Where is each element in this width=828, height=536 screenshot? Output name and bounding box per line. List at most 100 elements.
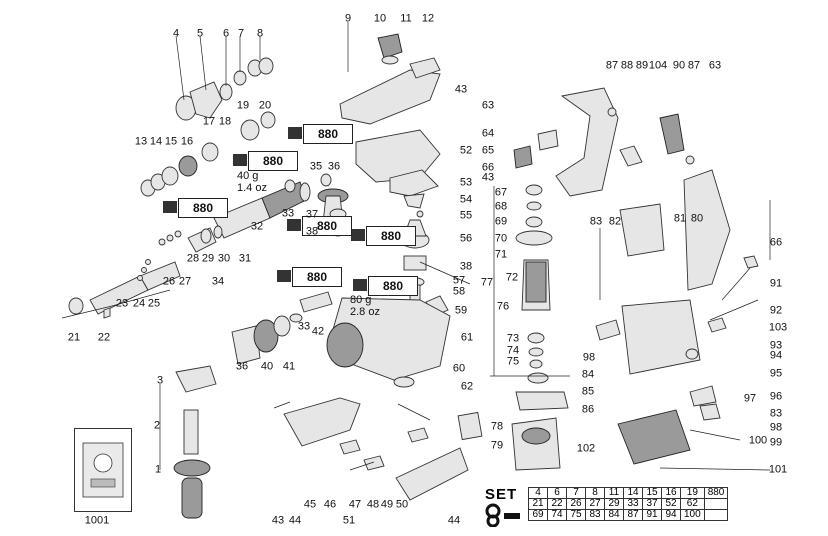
callout-102: 102	[576, 442, 596, 455]
callout-52: 52	[459, 144, 473, 157]
callout-46: 46	[323, 498, 337, 511]
set-kit-title: SET	[485, 486, 518, 503]
callout-71: 71	[494, 248, 508, 261]
table-cell: 52	[661, 498, 681, 510]
callout-12: 12	[421, 12, 435, 25]
callout-79: 79	[490, 439, 504, 452]
table-cell: 11	[604, 487, 624, 499]
callout-57: 57	[452, 274, 466, 287]
callout-51: 51	[342, 514, 356, 527]
grease-tube: 880	[287, 216, 352, 236]
callout-44: 44	[288, 514, 302, 527]
table-cell: 8	[585, 487, 605, 499]
callout-69: 69	[494, 215, 508, 228]
callout-65: 65	[481, 144, 495, 157]
callout-45: 45	[303, 498, 317, 511]
callout-34: 34	[211, 275, 225, 288]
callout-82: 82	[608, 215, 622, 228]
callout-101: 101	[768, 463, 788, 476]
table-cell: 26	[566, 498, 586, 510]
callout-6: 6	[222, 27, 230, 40]
table-cell: 19	[680, 487, 705, 499]
callout-29: 29	[201, 252, 215, 265]
callout-16: 16	[180, 135, 194, 148]
table-cell: 16	[661, 487, 681, 499]
callout-36: 36	[235, 360, 249, 373]
callout-97: 97	[743, 392, 757, 405]
callout-43: 43	[454, 83, 468, 96]
callout-66: 66	[481, 161, 495, 174]
motor-group	[457, 184, 569, 471]
callout-66: 66	[769, 236, 783, 249]
callout-22: 22	[97, 331, 111, 344]
callout-20: 20	[258, 99, 272, 112]
table-cell: 74	[547, 509, 567, 521]
callout-33: 33	[281, 207, 295, 220]
table-cell: 83	[585, 509, 605, 521]
callout-54: 54	[459, 193, 473, 206]
callout-98: 98	[769, 421, 783, 434]
callout-35: 35	[309, 160, 323, 173]
callout-2: 2	[153, 419, 161, 432]
callout-80: 80	[690, 212, 704, 225]
table-cell: 29	[604, 498, 624, 510]
callout-59: 59	[454, 304, 468, 317]
callout-61: 61	[460, 331, 474, 344]
set-kit-table: 4 6 7 8 11 14 15 16 19 880 21 22 26 27 2…	[482, 487, 729, 521]
callout-24: 24	[132, 297, 146, 310]
callout-73: 73	[506, 332, 520, 345]
table-cell: 91	[642, 509, 662, 521]
callout-37: 37	[305, 208, 319, 221]
callout-90: 90	[672, 59, 686, 72]
table-cell: 62	[680, 498, 705, 510]
callout-83: 83	[769, 407, 783, 420]
set-table-row: 69 74 75 83 84 87 91 94 100	[482, 509, 729, 521]
grease-tube: 880	[163, 198, 228, 218]
callout-36: 36	[327, 160, 341, 173]
callout-68: 68	[494, 200, 508, 213]
callout-30: 30	[217, 252, 231, 265]
callout-77: 77	[480, 276, 494, 289]
callout-38: 38	[459, 260, 473, 273]
callout-94: 94	[769, 349, 783, 362]
callout-89: 89	[635, 59, 649, 72]
callout-4: 4	[172, 27, 180, 40]
callout-13: 13	[134, 135, 148, 148]
callout-78: 78	[490, 420, 504, 433]
callout-91: 91	[769, 277, 783, 290]
grease-tube: 880	[288, 124, 353, 144]
leader-lines	[61, 35, 771, 471]
callout-62: 62	[460, 380, 474, 393]
callout-84: 84	[581, 368, 595, 381]
callout-98: 98	[582, 351, 596, 364]
top-cover-group	[339, 22, 441, 183]
callout-92: 92	[769, 304, 783, 317]
table-cell: 100	[680, 509, 705, 521]
callout-5: 5	[196, 27, 204, 40]
callout-75: 75	[506, 355, 520, 368]
table-cell: 37	[642, 498, 662, 510]
table-cell: 15	[642, 487, 662, 499]
rear-cover-group	[617, 255, 759, 465]
callout-27: 27	[178, 275, 192, 288]
callout-26: 26	[162, 275, 176, 288]
grease-note-80g: 80 g 2.8 oz	[350, 294, 380, 318]
callout-47: 47	[348, 498, 362, 511]
grease-tube: 880	[351, 226, 416, 246]
callout-1001: 1001	[84, 514, 110, 527]
callout-23: 23	[115, 297, 129, 310]
callout-67: 67	[494, 186, 508, 199]
callout-31: 31	[238, 252, 252, 265]
callout-48: 48	[366, 498, 380, 511]
callout-43: 43	[271, 514, 285, 527]
callout-86: 86	[581, 403, 595, 416]
callout-8: 8	[256, 27, 264, 40]
callout-44: 44	[447, 514, 461, 527]
callout-17: 17	[202, 115, 216, 128]
callout-56: 56	[459, 232, 473, 245]
callout-76: 76	[496, 300, 510, 313]
callout-103: 103	[768, 321, 788, 334]
callout-28: 28	[186, 252, 200, 265]
callout-15: 15	[164, 135, 178, 148]
set-table-row: 4 6 7 8 11 14 15 16 19 880	[482, 487, 729, 499]
